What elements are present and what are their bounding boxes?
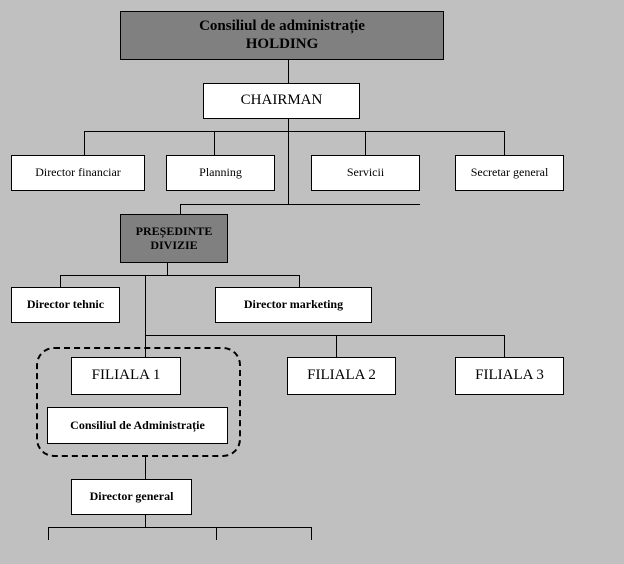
general-director-box: Director general [71, 479, 192, 515]
holding-board-line1: Consiliul de administrație [199, 18, 365, 35]
filiala-3-label: FILIALA 3 [475, 367, 544, 384]
department-label: Planning [199, 165, 242, 180]
chairman-label: CHAIRMAN [240, 92, 323, 109]
branch-board-box: Consiliul de Administrație [47, 407, 228, 444]
filiala-3-box: FILIALA 3 [455, 357, 564, 395]
department-label: Director financiar [35, 165, 121, 180]
division-president-line2: DIVIZIE [150, 237, 198, 252]
division-president-box: PREȘEDINTE DIVIZIE [120, 214, 228, 263]
director-tehnic-label: Director tehnic [26, 297, 105, 312]
director-tehnic-box: Director tehnic [11, 287, 120, 323]
division-president-line1: PREȘEDINTE [135, 223, 213, 238]
branch-board-label: Consiliul de Administrație [70, 417, 205, 432]
general-director-label: Director general [89, 489, 174, 504]
department-label: Secretar general [470, 165, 549, 180]
holding-board-line2: HOLDING [245, 35, 319, 52]
department-box-secretar: Secretar general [455, 155, 564, 191]
department-label: Servicii [346, 165, 385, 180]
department-box-servicii: Servicii [311, 155, 420, 191]
holding-board-box: Consiliul de administrație HOLDING [120, 11, 444, 60]
filiala-1-box: FILIALA 1 [71, 357, 181, 395]
filiala-2-label: FILIALA 2 [307, 367, 376, 384]
director-marketing-label: Director marketing [243, 297, 344, 312]
filiala-1-label: FILIALA 1 [91, 367, 161, 384]
department-box-planning: Planning [166, 155, 275, 191]
chairman-box: CHAIRMAN [203, 83, 360, 119]
filiala-2-box: FILIALA 2 [287, 357, 396, 395]
filiala-1-group [36, 347, 241, 457]
director-marketing-box: Director marketing [215, 287, 372, 323]
department-box-financiar: Director financiar [11, 155, 145, 191]
